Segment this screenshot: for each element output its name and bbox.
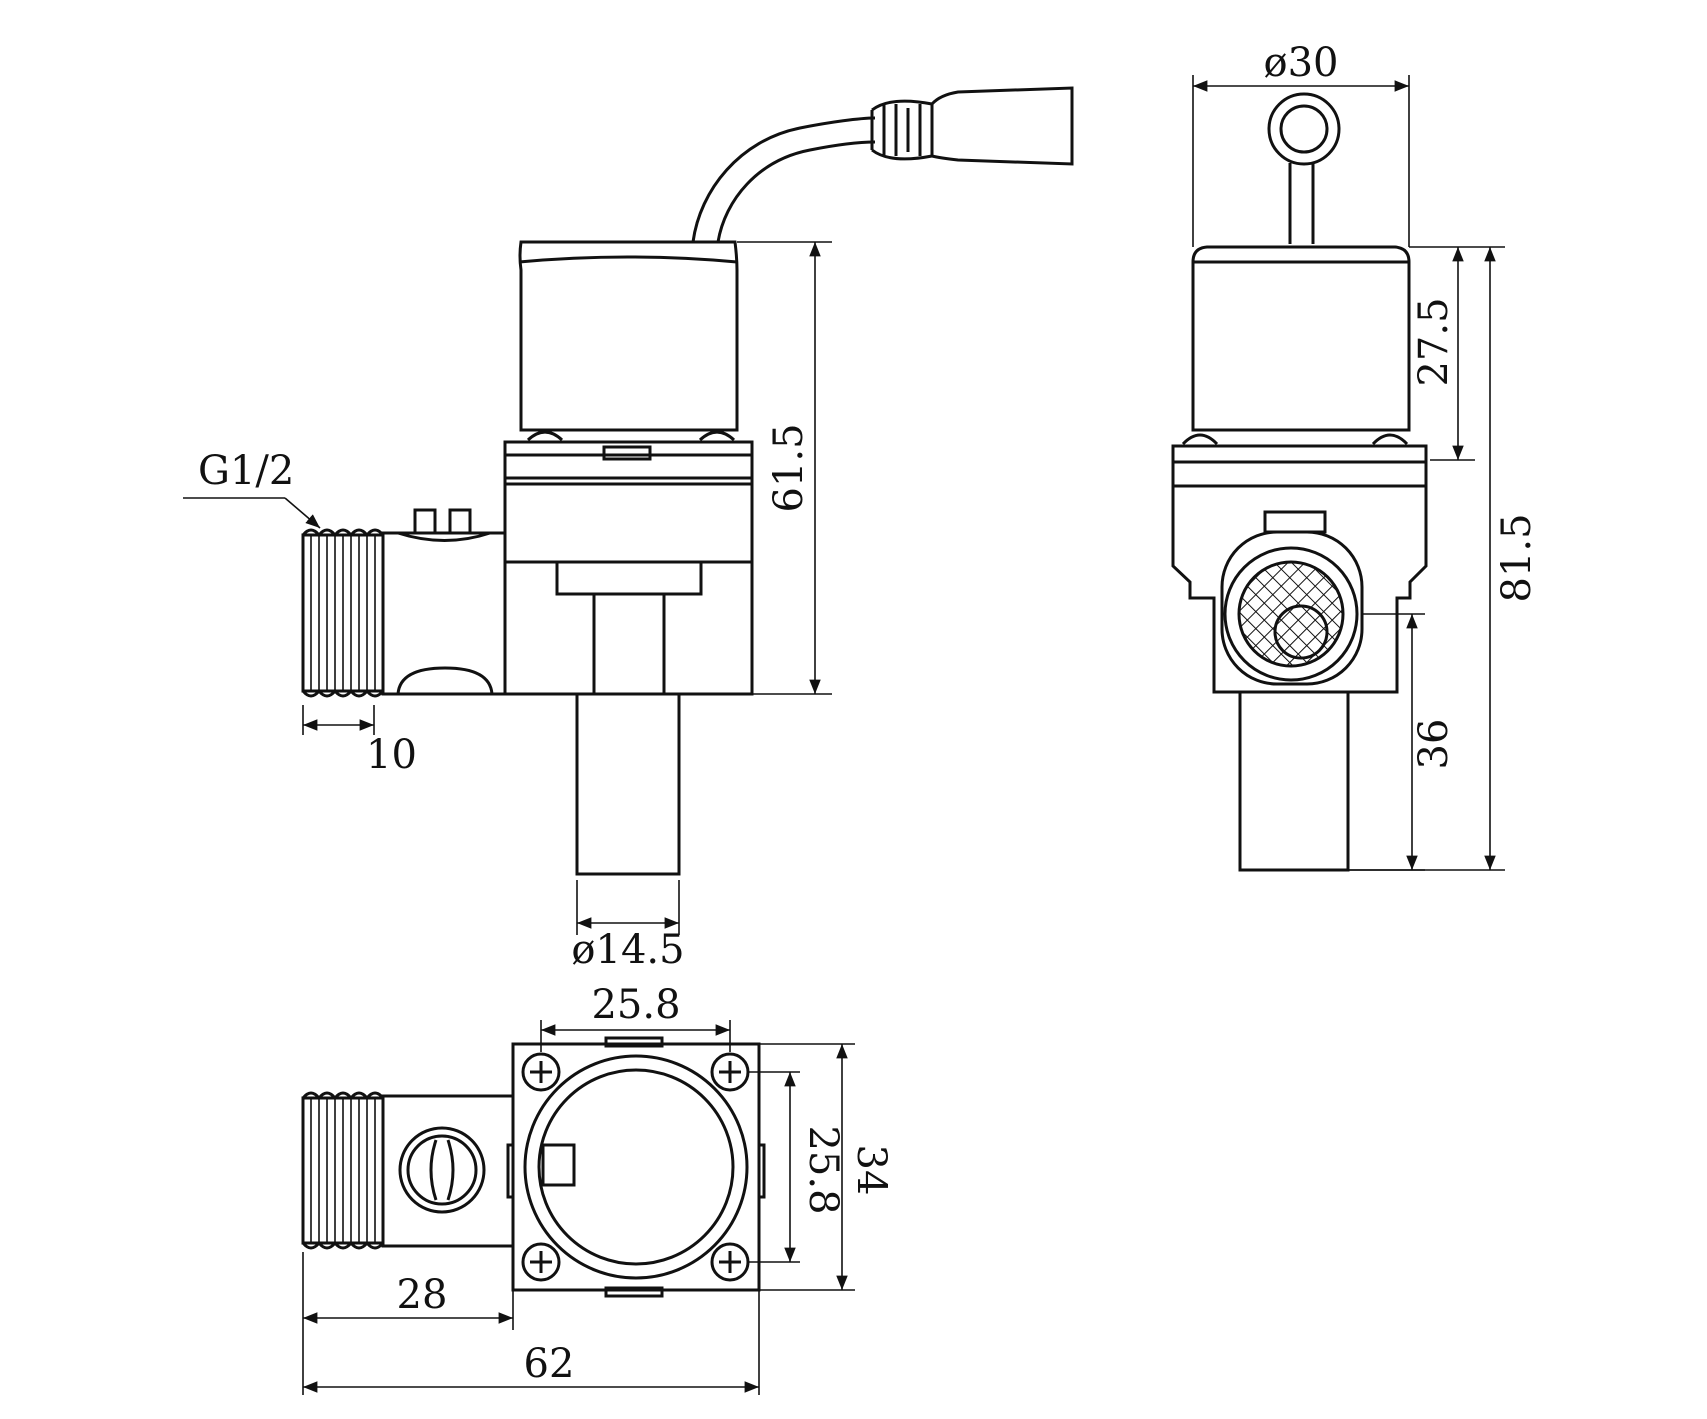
outlet-pipe: [575, 692, 681, 876]
screw-heads: [526, 430, 736, 442]
outlet-height-label: 36: [1411, 719, 1457, 770]
inlet-body: [381, 531, 507, 696]
coil: [518, 240, 739, 432]
front-view: G1/2 10 61.5 ø14.5: [183, 86, 1074, 973]
cable: [691, 116, 876, 243]
side-coil: [1191, 245, 1411, 432]
top-thread: [301, 1091, 385, 1250]
side-outlet: [1238, 690, 1350, 872]
body-width-label: 34: [848, 1145, 894, 1196]
hole-spacing-x-label: 25.8: [591, 982, 680, 1028]
top-flange: [511, 1042, 761, 1292]
thread-length-label: 10: [366, 732, 417, 778]
overall-length-label: 62: [524, 1341, 575, 1387]
inlet-length-label: 28: [397, 1272, 448, 1318]
inlet-thread: [301, 528, 385, 698]
thread-label: G1/2: [198, 448, 294, 494]
outlet-diameter-label: ø14.5: [571, 927, 684, 973]
body-diameter-label: ø30: [1264, 40, 1339, 86]
side-view: ø30 27.5 36 81.5: [1171, 40, 1540, 872]
top-view: 25.8 25.8 34 28 62: [301, 982, 894, 1395]
inlet-face: [1220, 530, 1364, 686]
coil-height-label: 27.5: [1411, 297, 1457, 386]
bypass-knob: [398, 1126, 486, 1214]
valve-body: [503, 482, 754, 696]
front-height-label: 61.5: [766, 423, 812, 512]
connector: [870, 86, 1074, 166]
side-height-label: 81.5: [1494, 513, 1540, 602]
hole-spacing-y-label: 25.8: [800, 1125, 846, 1214]
cable-ring: [1267, 92, 1341, 166]
coil-top: [523, 1054, 749, 1280]
top-inlet-body: [381, 1094, 515, 1248]
